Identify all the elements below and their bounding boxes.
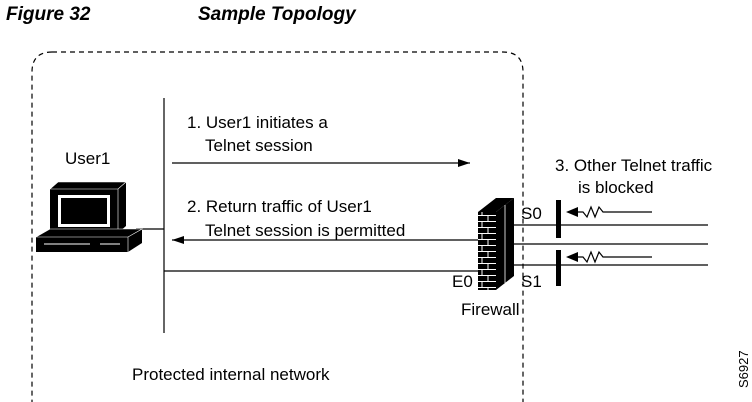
interface-s1-label: S1	[521, 272, 542, 291]
step2-label-line2: Telnet session is permitted	[205, 221, 405, 240]
step3-label-line2: is blocked	[578, 178, 654, 197]
step1-label-line1: 1. User1 initiates a	[187, 113, 328, 132]
figure-id-label: S6927	[736, 350, 751, 388]
block-bar-s1	[556, 250, 561, 286]
interface-e0-label: E0	[452, 272, 473, 291]
firewall-icon	[478, 198, 514, 290]
blocked-telnet-arrow-upper	[566, 205, 652, 219]
blocked-telnet-arrow-lower	[566, 250, 652, 264]
step2-label-line1: 2. Return traffic of User1	[187, 197, 372, 216]
step1-label-line2: Telnet session	[205, 136, 313, 155]
interface-s0-label: S0	[521, 204, 542, 223]
firewall-label: Firewall	[461, 300, 520, 319]
figure-number: Figure 32	[6, 4, 91, 25]
block-bar-s0	[556, 200, 561, 238]
user1-computer-icon	[34, 181, 144, 252]
step3-label-line1: 3. Other Telnet traffic	[555, 156, 713, 175]
protected-network-boundary	[31, 51, 524, 402]
protected-network-label: Protected internal network	[132, 365, 330, 384]
user1-label: User1	[65, 149, 110, 168]
figure-title: Sample Topology	[198, 4, 356, 25]
